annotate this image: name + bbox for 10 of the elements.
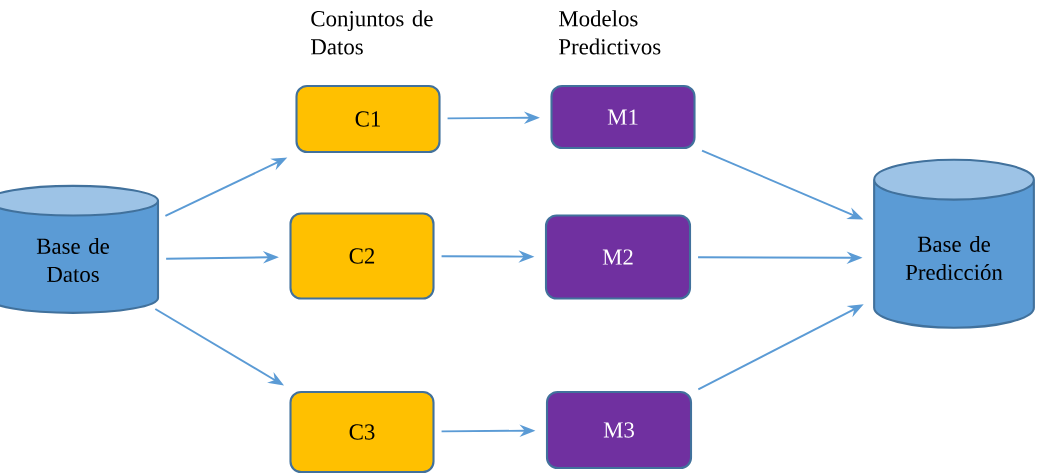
database-cylinder: Base de Datos bbox=[0, 184, 160, 314]
dataset-box: C1 bbox=[295, 84, 441, 154]
dataset-box: C3 bbox=[289, 390, 435, 474]
model-box: M2 bbox=[544, 214, 692, 300]
column-heading: Conjuntos de Datos bbox=[311, 10, 433, 55]
dataset-box: C2 bbox=[289, 212, 435, 300]
database-cylinder: Base de Predicción bbox=[873, 158, 1035, 329]
model-box: M1 bbox=[550, 84, 696, 150]
column-heading: Modelos Predictivos bbox=[559, 10, 661, 55]
model-box: M3 bbox=[545, 390, 693, 470]
